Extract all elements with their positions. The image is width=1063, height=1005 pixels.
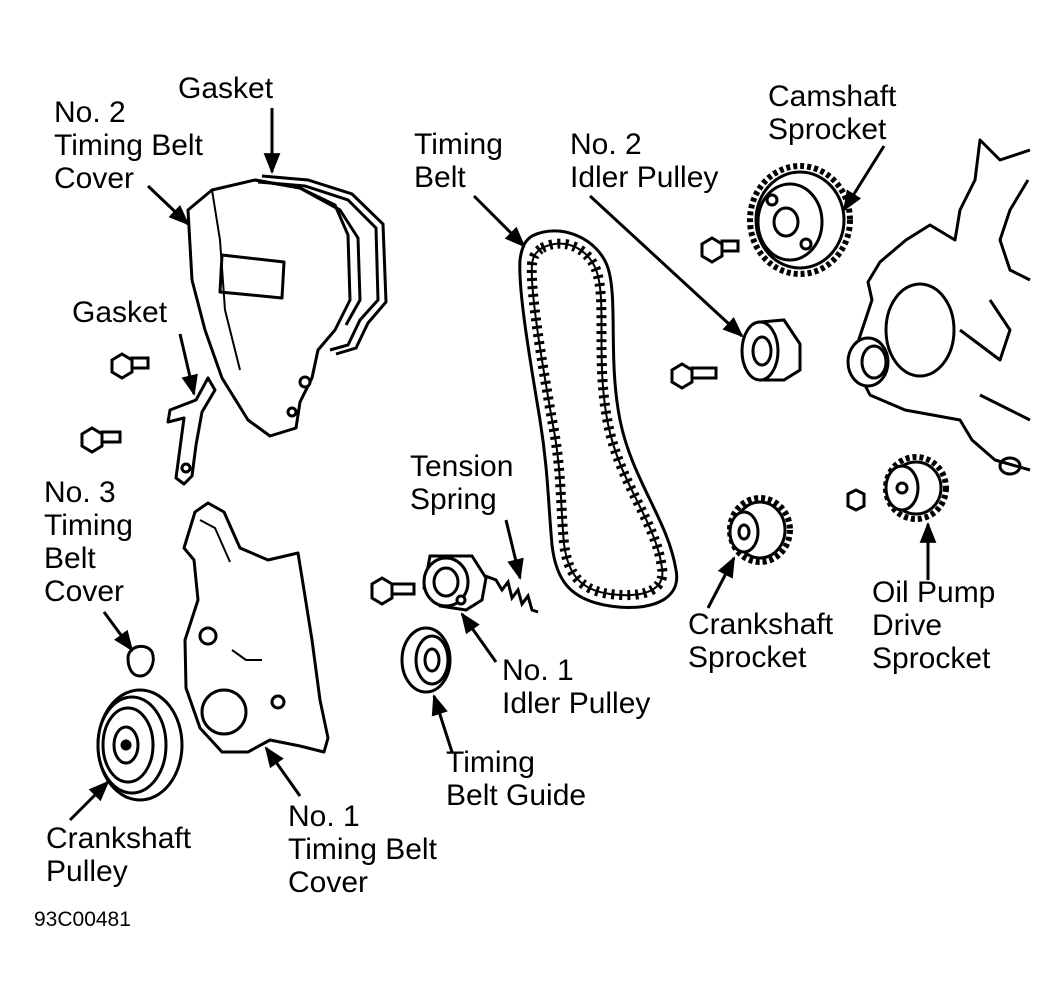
figure-code: 93C00481 xyxy=(34,908,131,931)
water-pump-boss xyxy=(846,336,890,388)
top-gasket xyxy=(257,174,388,356)
crankshaft-sprocket xyxy=(727,495,793,565)
middle-gasket xyxy=(166,376,217,486)
label-crankshaft-pulley: Crankshaft Pulley xyxy=(46,822,192,888)
arrow-tension-spring xyxy=(504,519,524,581)
timing-belt-guide xyxy=(400,626,452,694)
no1-timing-belt-cover xyxy=(182,501,330,754)
label-crankshaft-sprocket: Crankshaft Sprocket xyxy=(688,608,834,674)
arrow-gasket-mid xyxy=(178,333,198,397)
crankshaft-pulley xyxy=(96,688,184,802)
label-tension-spring: Tension Spring xyxy=(410,450,514,516)
cover-bolt xyxy=(110,352,150,380)
no1-idler-pulley xyxy=(422,554,488,612)
label-timing-belt-guide: Timing Belt Guide xyxy=(446,746,587,812)
camshaft-sprocket xyxy=(747,163,853,277)
label-no3-timing-belt-cover: No. 3 Timing Belt Cover xyxy=(44,476,133,608)
arrow-crank-pulley xyxy=(68,780,110,822)
label-no1-timing-belt-cover: No. 1 Timing Belt Cover xyxy=(288,800,437,899)
label-gasket-top: Gasket xyxy=(178,72,274,105)
camshaft-bolt xyxy=(700,236,740,264)
arrow-no1-idler xyxy=(460,612,498,663)
timing-belt xyxy=(518,229,679,609)
label-no1-idler-pulley: No. 1 Idler Pulley xyxy=(502,654,651,720)
no2-timing-belt-cover xyxy=(186,178,362,438)
idler-bolt xyxy=(670,362,718,390)
arrow-belt-guide xyxy=(431,694,454,753)
cover-bolt xyxy=(80,426,122,454)
oil-pump-drive-sprocket xyxy=(883,454,949,522)
label-no2-idler-pulley: No. 2 Idler Pulley xyxy=(570,128,719,194)
arrow-no2-cover xyxy=(146,184,190,226)
arrow-crank-sprocket xyxy=(706,556,736,609)
arrow-no3-cover xyxy=(102,611,134,652)
idler-bolt xyxy=(370,576,416,606)
engine-block xyxy=(850,138,1031,476)
oil-pump-nut xyxy=(846,488,866,512)
label-oil-pump-drive-sprocket: Oil Pump Drive Sprocket xyxy=(872,576,996,675)
label-camshaft-sprocket: Camshaft Sprocket xyxy=(768,80,897,146)
label-gasket-mid: Gasket xyxy=(72,296,168,329)
leader-arrows xyxy=(68,108,937,822)
arrow-cam-sprocket xyxy=(842,145,886,212)
tension-spring xyxy=(479,572,539,614)
arrow-timing-belt xyxy=(472,194,526,248)
label-timing-belt: Timing Belt xyxy=(414,128,503,194)
arrow-no2-idler xyxy=(588,194,744,338)
no2-idler-pulley xyxy=(740,318,802,382)
no3-timing-belt-cover xyxy=(126,644,155,678)
arrow-no1-cover xyxy=(264,746,302,797)
label-no2-timing-belt-cover: No. 2 Timing Belt Cover xyxy=(54,96,203,195)
